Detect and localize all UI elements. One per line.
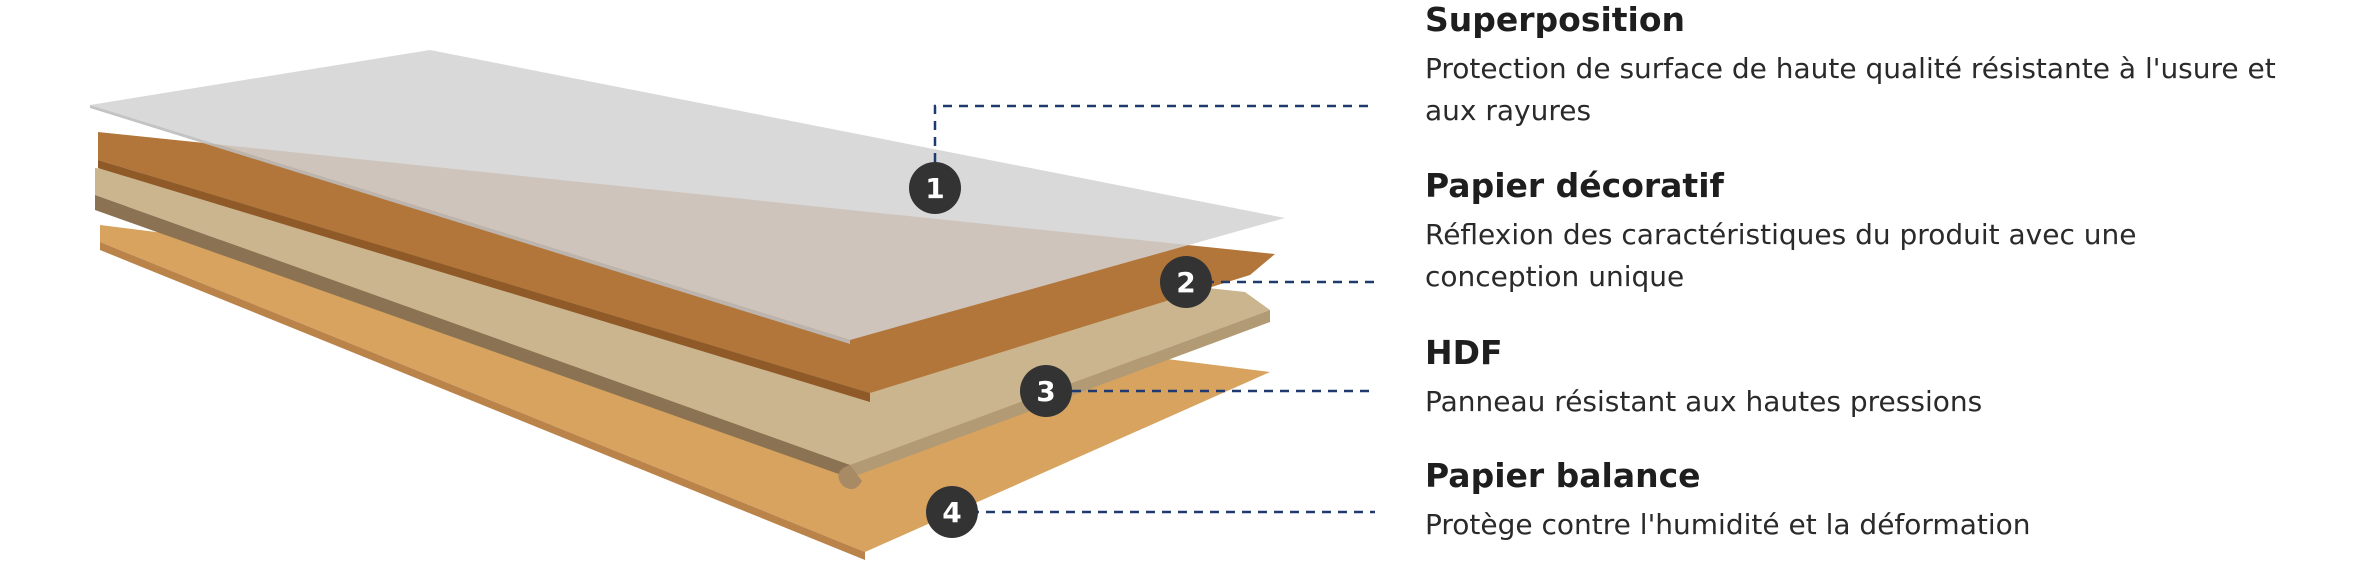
layer-3-legend: HDF Panneau résistant aux hautes pressio… — [1425, 333, 2325, 423]
marker-1: 1 — [909, 162, 961, 214]
layer-2-legend: Papier décoratif Réflexion des caractéri… — [1425, 166, 2185, 298]
layer-3-description: Panneau résistant aux hautes pressions — [1425, 384, 1983, 418]
layer-4-title: Papier balance — [1425, 456, 1701, 495]
decor-paper-edge — [98, 160, 870, 402]
layer-1-legend: Superposition Protection de surface de h… — [1425, 0, 2305, 132]
layer-4-legend: Papier balance Protège contre l'humidité… — [1425, 456, 2325, 546]
layer-2-description: Réflexion des caractéristiques du produi… — [1425, 217, 2137, 293]
overlay-top — [90, 50, 1285, 340]
marker-2: 2 — [1160, 256, 1212, 308]
marker-3-number: 3 — [1036, 375, 1055, 408]
flooring-layers-diagram: 1 2 3 4 — [90, 50, 1375, 560]
marker-2-number: 2 — [1176, 266, 1195, 299]
leader-lines — [933, 104, 1375, 514]
hdf-core-side — [95, 195, 850, 478]
layer-3-title: HDF — [1425, 333, 1503, 372]
balance-paper-edge — [100, 242, 865, 560]
hdf-tongue-groove — [838, 465, 862, 490]
layer-1-description: Protection de surface de haute qualité r… — [1425, 51, 2276, 127]
marker-4-number: 4 — [942, 496, 961, 529]
overlay-layer — [90, 50, 1285, 344]
marker-4: 4 — [926, 486, 978, 538]
overlay-edge — [90, 105, 850, 344]
marker-3: 3 — [1020, 365, 1072, 417]
leader-line-1 — [933, 104, 1372, 178]
marker-1-number: 1 — [925, 172, 944, 205]
layer-1-title: Superposition — [1425, 0, 1686, 39]
layer-4-description: Protège contre l'humidité et la déformat… — [1425, 507, 2031, 541]
layer-2-title: Papier décoratif — [1425, 166, 1724, 205]
